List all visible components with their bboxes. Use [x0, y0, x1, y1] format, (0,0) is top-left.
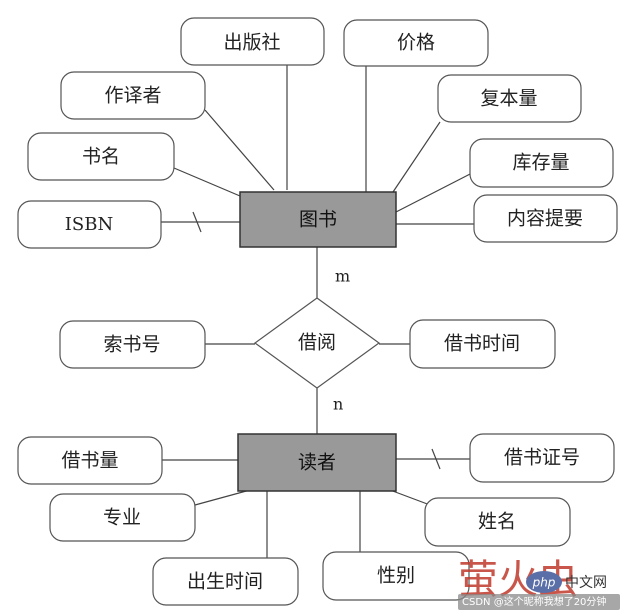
attribute-borrow-count-label: 借书量 — [61, 450, 118, 472]
edge-copies — [392, 121, 441, 193]
attribute-isbn-label: ISBN — [65, 214, 113, 235]
watermark: 萤火虫 php 中文网 CSDN @这个昵称我想了20分钟 — [458, 557, 620, 610]
attribute-translator: 作译者 — [60, 71, 206, 120]
attribute-copies: 复本量 — [437, 74, 582, 123]
attribute-card-number: 借书证号 — [469, 433, 615, 483]
attribute-isbn: ISBN — [17, 200, 162, 249]
cardinality-n: n — [333, 395, 343, 414]
attribute-major: 专业 — [49, 493, 196, 542]
edge-name — [389, 489, 431, 506]
attribute-card-number-label: 借书证号 — [504, 447, 580, 469]
attribute-summary-label: 内容提要 — [507, 208, 583, 230]
attribute-gender: 性别 — [322, 551, 470, 601]
edge-major — [194, 489, 251, 506]
attribute-borrow-time-label: 借书时间 — [444, 333, 520, 355]
watermark-csdn-bg — [458, 594, 620, 610]
attribute-call-number: 索书号 — [59, 320, 206, 369]
attribute-gender-label: 性别 — [377, 565, 415, 587]
attribute-title: 书名 — [27, 132, 175, 181]
attribute-stock: 库存量 — [469, 138, 614, 188]
card-key-mark — [431, 448, 441, 470]
edges — [161, 63, 475, 558]
watermark-cn-site: 中文网 — [565, 575, 607, 591]
attribute-title-label: 书名 — [82, 146, 120, 168]
attribute-stock-label: 库存量 — [512, 152, 569, 174]
entity-reader: 读者 — [237, 433, 397, 492]
attribute-price-label: 价格 — [397, 32, 435, 54]
entity-book: 图书 — [239, 191, 397, 248]
attribute-translator-label: 作译者 — [104, 85, 161, 107]
edge-stock — [395, 171, 475, 213]
attribute-name: 姓名 — [424, 497, 571, 547]
entity-reader-label: 读者 — [298, 452, 336, 474]
attribute-copies-label: 复本量 — [480, 88, 537, 110]
attribute-borrow-time: 借书时间 — [409, 319, 556, 369]
edge-translator — [204, 109, 275, 191]
attribute-birth-date: 出生时间 — [152, 557, 299, 606]
entity-book-label: 图书 — [299, 209, 337, 231]
watermark-php-text: php — [532, 576, 556, 590]
watermark-csdn: CSDN @这个昵称我想了20分钟 — [462, 595, 606, 608]
attribute-name-label: 姓名 — [478, 511, 516, 533]
attribute-call-number-label: 索书号 — [103, 334, 160, 356]
attribute-major-label: 专业 — [103, 507, 141, 529]
attribute-publisher: 出版社 — [180, 17, 325, 66]
attribute-publisher-label: 出版社 — [223, 32, 280, 54]
isbn-key-mark — [192, 211, 202, 233]
attribute-summary: 内容提要 — [473, 194, 618, 243]
cardinality-m: m — [335, 267, 350, 286]
attribute-borrow-count: 借书量 — [17, 436, 163, 485]
edge-title — [173, 167, 241, 197]
attribute-price: 价格 — [343, 19, 489, 67]
attribute-birth-date-label: 出生时间 — [187, 571, 263, 593]
relationship-borrow-label: 借阅 — [298, 332, 336, 354]
watermark-php-badge — [526, 571, 562, 593]
relationship-borrow: 借阅 — [253, 297, 381, 389]
